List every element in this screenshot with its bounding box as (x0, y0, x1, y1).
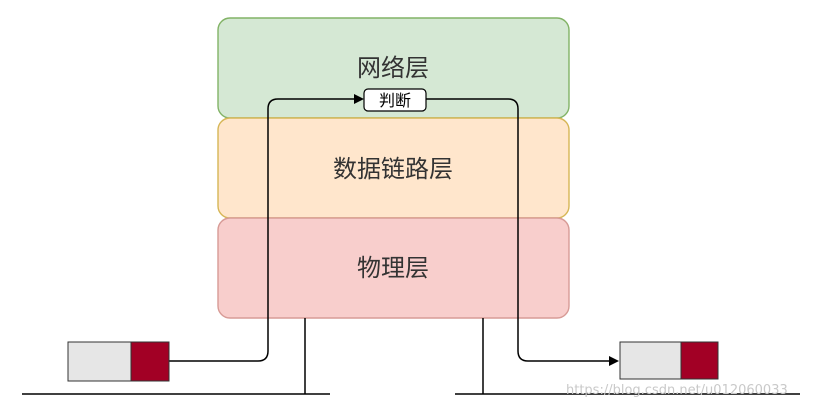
right-frame-body (619, 341, 682, 380)
left-frame-tail (130, 341, 170, 382)
decision-label: 判断 (379, 91, 411, 110)
egress-path (426, 98, 619, 366)
left-frame-body (67, 341, 132, 382)
ingress-path (169, 94, 364, 362)
physical-layer-label: 物理层 (357, 254, 429, 282)
data-link-layer-label: 数据链路层 (333, 155, 453, 183)
watermark-text: https://blog.csdn.net/u012060033 (566, 383, 788, 398)
decision-box (363, 88, 427, 112)
physical-layer-box (217, 217, 570, 319)
network-layer-label: 网络层 (357, 54, 429, 82)
right-frame-tail (680, 341, 719, 380)
